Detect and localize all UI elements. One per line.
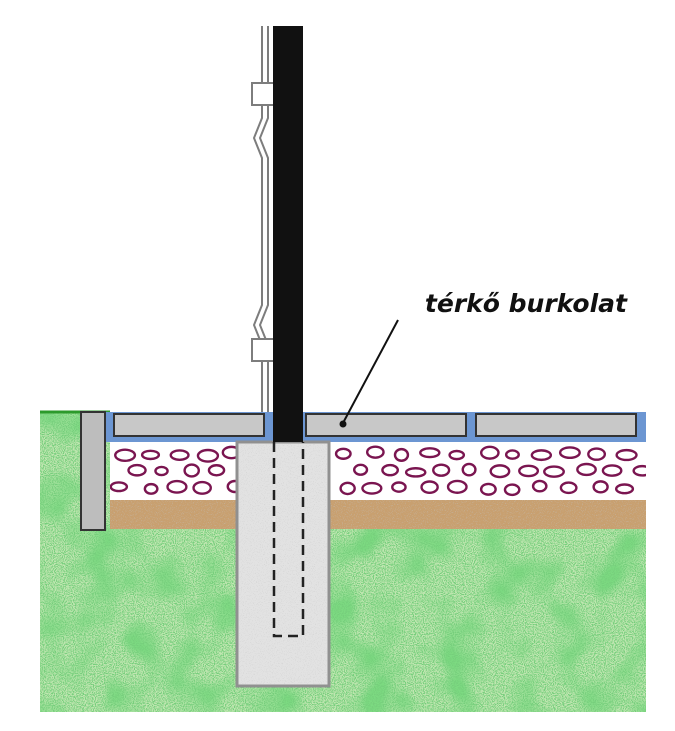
gravel-pebble xyxy=(114,448,137,463)
gravel-pebble xyxy=(196,448,220,463)
gravel-pebble xyxy=(166,479,188,494)
gravel-pebble xyxy=(361,481,383,495)
gravel-pebble xyxy=(154,465,169,477)
gravel-pebble xyxy=(419,447,441,459)
gravel-pebble xyxy=(334,447,352,460)
gravel-pebble xyxy=(207,464,226,477)
gravel-pebble xyxy=(558,446,581,460)
panel-clip-upper xyxy=(251,82,275,106)
gravel-pebble xyxy=(183,463,201,478)
paver-row xyxy=(113,413,637,437)
concrete-footing xyxy=(235,440,331,688)
gravel-pebble xyxy=(479,482,497,496)
gravel-pebble xyxy=(127,463,147,477)
gravel-pebble xyxy=(143,482,159,495)
gravel-pebble xyxy=(391,481,407,493)
gravel-pebble xyxy=(601,464,623,477)
gravel-pebble xyxy=(615,448,638,462)
paver-slab-3 xyxy=(475,413,637,437)
gravel-pebble xyxy=(530,449,553,462)
panel-clip-lower xyxy=(251,338,275,362)
gravel-pebble xyxy=(479,445,500,460)
paver-label: térkő burkolat xyxy=(425,289,628,318)
gravel-pebble xyxy=(339,481,356,496)
label-pointer-arrow xyxy=(342,319,399,424)
gravel-pebble xyxy=(632,464,646,477)
gravel-pebble xyxy=(393,447,410,462)
gravel-pebble xyxy=(504,449,520,460)
sand-layer xyxy=(110,500,646,529)
gravel-pebble xyxy=(503,483,521,497)
paver-slab-2 xyxy=(305,413,467,437)
gravel-pebble xyxy=(587,447,607,461)
gravel-base-layer xyxy=(110,442,646,500)
curb-stone xyxy=(80,411,106,531)
gravel-pebble xyxy=(559,481,578,495)
label-pointer-dot xyxy=(339,420,347,428)
gravel-pebble xyxy=(446,479,468,494)
gravel-pebble xyxy=(420,480,439,494)
gravel-pebble xyxy=(576,462,597,477)
gravel-pebble xyxy=(518,464,540,478)
gravel-pebble xyxy=(448,449,466,461)
gravel-pebble xyxy=(592,480,609,494)
gravel-pebble xyxy=(489,464,511,479)
gravel-pebble xyxy=(404,467,427,478)
gravel-pebble xyxy=(461,462,477,477)
gravel-pebble xyxy=(110,481,129,493)
gravel-pebble xyxy=(140,449,161,461)
gravel-pebble xyxy=(381,463,399,477)
embedded-post-outline xyxy=(272,442,305,638)
fence-panel xyxy=(251,26,275,412)
gravel-pebble xyxy=(192,480,212,495)
gravel-pebble xyxy=(352,463,369,476)
gravel-pebble xyxy=(432,463,451,477)
gravel-pebble xyxy=(169,449,190,461)
gravel-pebble xyxy=(365,445,385,459)
paver-slab-1 xyxy=(113,413,265,437)
gravel-pebble xyxy=(531,479,548,493)
fence-post xyxy=(273,26,303,442)
gravel-pebble xyxy=(614,483,635,495)
gravel-pebble xyxy=(543,465,565,478)
